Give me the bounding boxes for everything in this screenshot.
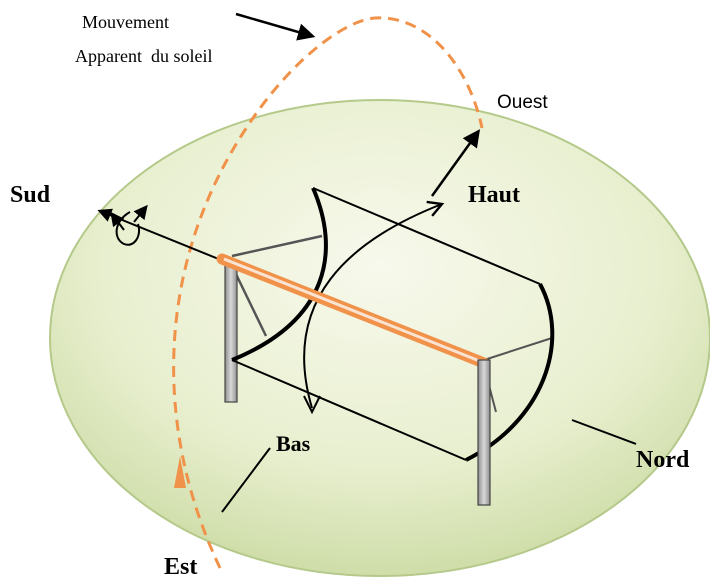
west-label: Ouest (497, 92, 548, 113)
ground-ellipse (49, 99, 710, 577)
west-arrow (430, 129, 481, 197)
tilt-arc-down-arrowhead-icon (303, 395, 321, 415)
left-strut-bottom (232, 269, 268, 337)
trough-bottom-line (231, 359, 467, 461)
sun-label-pointer (235, 12, 316, 41)
south-label: Sud (10, 182, 51, 208)
trough-right-edge (465, 283, 555, 462)
up-label: Haut (468, 182, 520, 208)
sun-motion-label-line1: Mouvement (82, 12, 169, 32)
sun-motion-label-line2: Apparent du soleil (75, 46, 212, 66)
right-strut-top (483, 337, 553, 361)
right-support-post (477, 359, 491, 506)
trough-top-line (312, 187, 541, 285)
receiver-tube-inner (223, 257, 483, 364)
sun-path (172, 16, 484, 569)
down-label: Bas (276, 431, 311, 456)
east-label: Est (164, 554, 197, 580)
north-pointer-line (571, 419, 637, 445)
sun-path-arrowhead-icon (174, 456, 186, 488)
rotation-arrow-right (133, 204, 148, 223)
tilt-arc-arrow (303, 200, 445, 409)
trough-left-edge (231, 187, 328, 362)
left-strut-top (231, 234, 323, 258)
east-pointer-line (221, 447, 271, 513)
rotation-arrow-left (110, 211, 125, 231)
left-support-post (224, 261, 238, 403)
north-label: Nord (636, 447, 690, 473)
